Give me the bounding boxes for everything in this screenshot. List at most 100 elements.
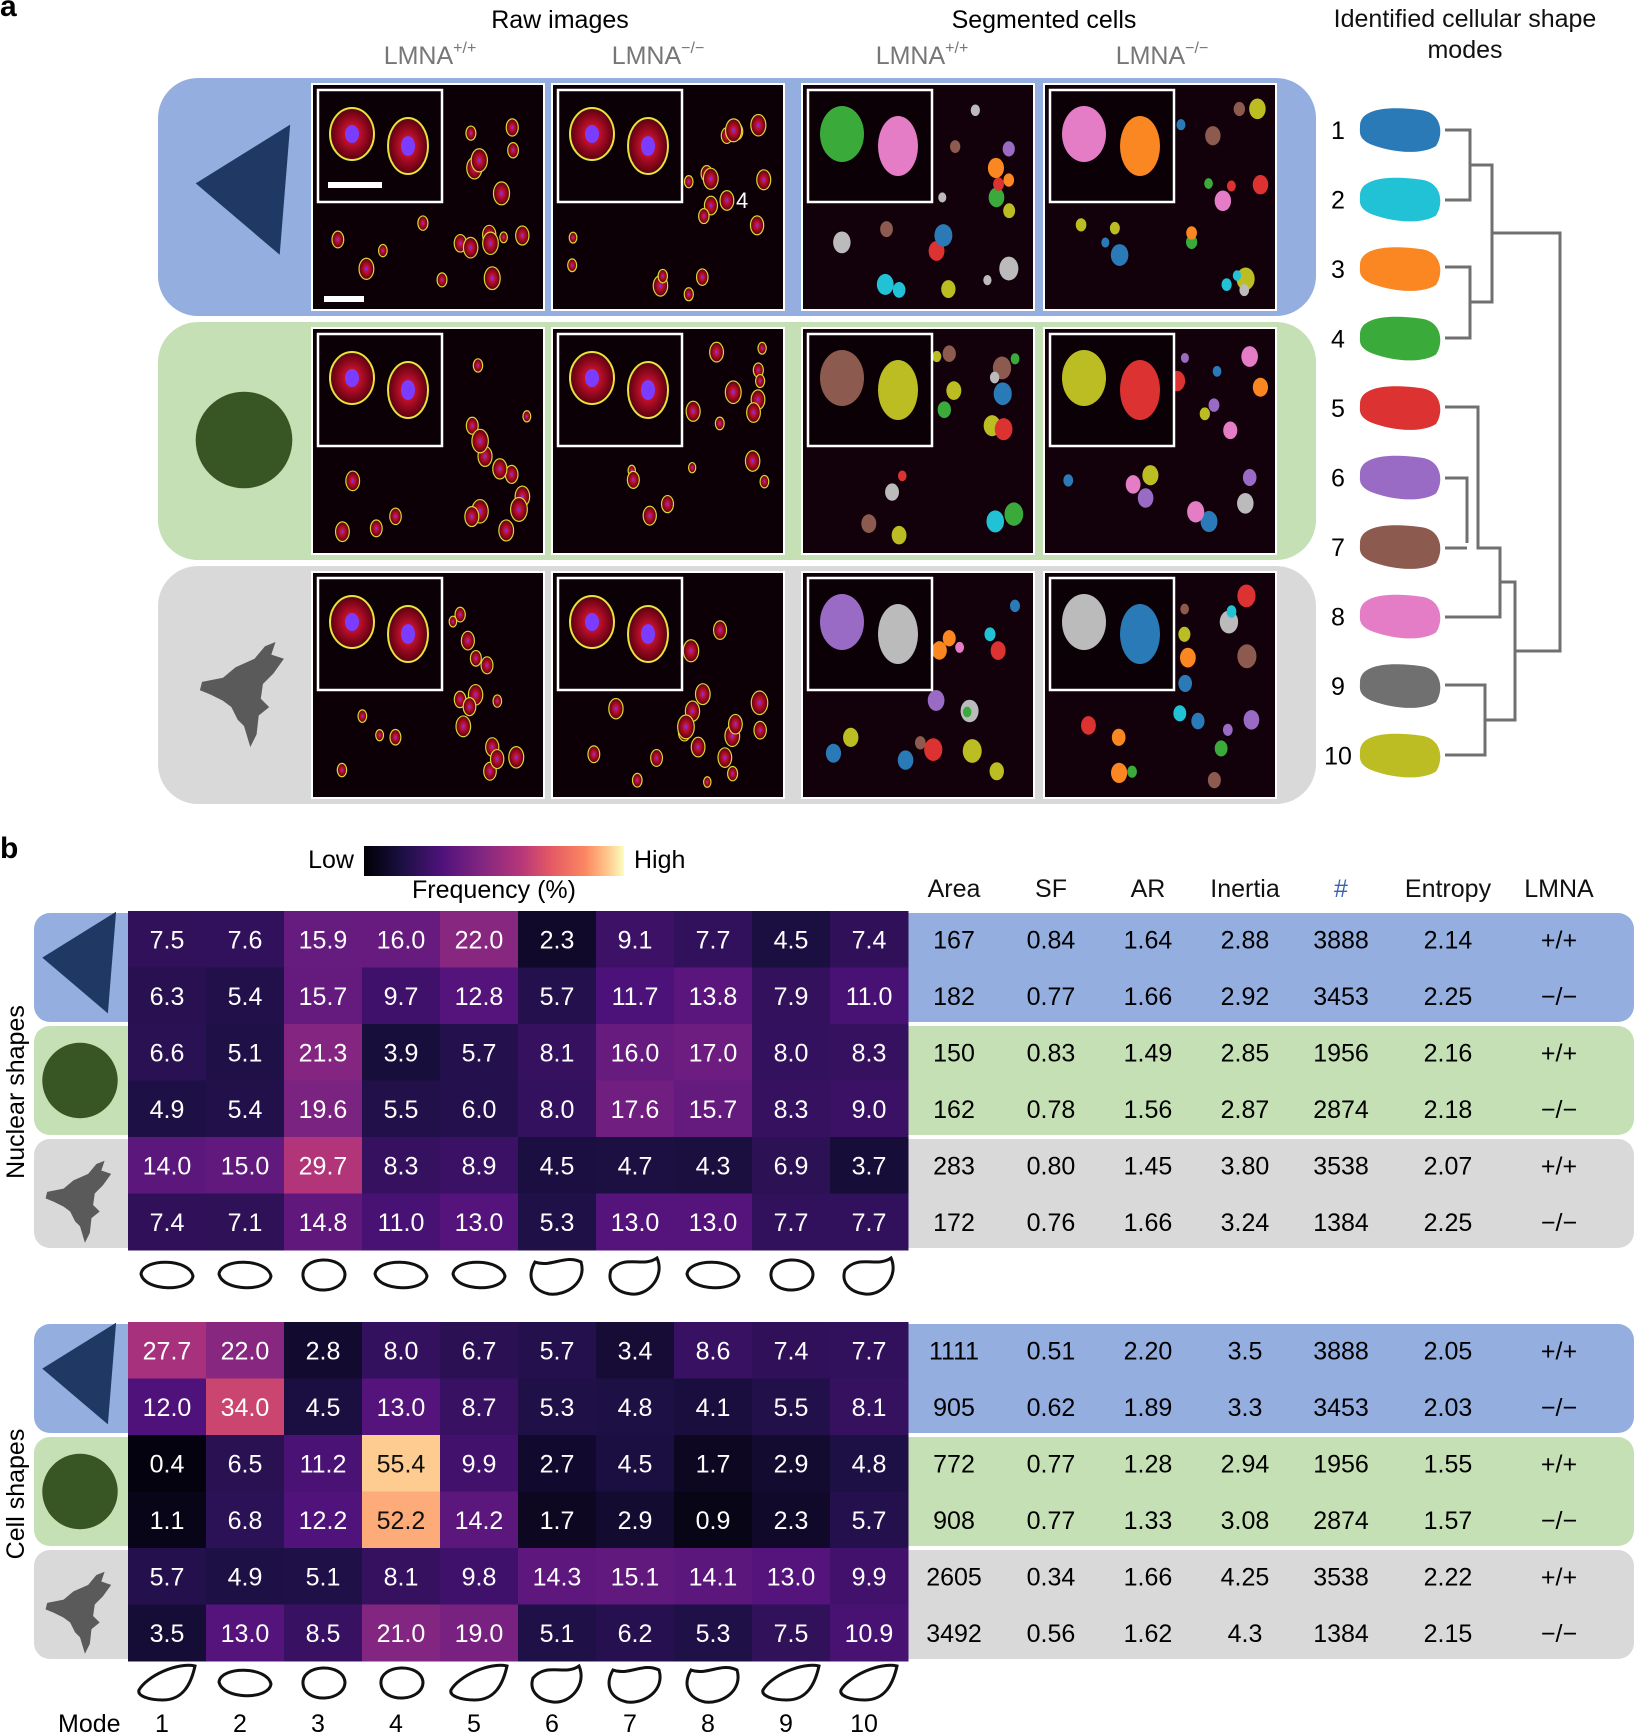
column-header: Inertia xyxy=(1210,875,1280,903)
heatmap-cell xyxy=(362,1024,441,1081)
heatmap-cell xyxy=(518,1548,597,1605)
stat-value: 283 xyxy=(933,1152,975,1180)
heatmap-value: 7.5 xyxy=(150,926,185,954)
cell-blob xyxy=(507,142,519,159)
heatmap-value: 14.8 xyxy=(299,1209,348,1237)
segmented-cell xyxy=(825,743,842,763)
segmented-cell xyxy=(994,418,1013,441)
stat-value: 1.49 xyxy=(1124,1039,1173,1067)
cell-blob xyxy=(465,125,477,141)
heatmap-cell xyxy=(518,1080,597,1138)
heatmap-cell xyxy=(284,1024,363,1081)
heatmap-cell xyxy=(128,1435,207,1492)
cell-blob xyxy=(470,148,488,173)
heatmap-cell xyxy=(284,1080,363,1138)
cell-blob xyxy=(492,181,511,206)
heatmap-value: 14.3 xyxy=(533,1563,582,1591)
heatmap-cell xyxy=(674,1137,753,1194)
heatmap-cell xyxy=(362,1491,441,1549)
colorbar xyxy=(364,846,624,876)
stat-value: 3.08 xyxy=(1221,1507,1270,1535)
heatmap-cell xyxy=(284,1604,363,1662)
heatmap-cell xyxy=(362,967,441,1025)
segmented-cell xyxy=(1243,710,1260,730)
cell-blob xyxy=(455,715,472,738)
heatmap-cell xyxy=(830,1080,909,1138)
segmented-cell xyxy=(986,510,1005,533)
inset-cell xyxy=(820,106,864,162)
heatmap-value: 8.3 xyxy=(852,1039,887,1067)
heatmap-value: 14.2 xyxy=(455,1507,504,1535)
colorbar-high-label: High xyxy=(634,846,685,874)
mode-axis-tick: 5 xyxy=(467,1710,481,1736)
heatmap-value: 5.4 xyxy=(228,983,263,1011)
mode-outline xyxy=(761,1663,821,1702)
heatmap-cell xyxy=(362,1604,441,1662)
mode-axis-tick: 6 xyxy=(545,1710,559,1736)
panel-b-letter: b xyxy=(0,832,18,865)
heatmap-value: 6.9 xyxy=(774,1152,809,1180)
segmented-cell xyxy=(1226,605,1237,618)
heatmap-value: 6.2 xyxy=(618,1620,653,1648)
heatmap-value: 5.5 xyxy=(384,1096,419,1124)
heatmap-cell xyxy=(752,1548,831,1605)
stat-value: +/+ xyxy=(1541,1450,1577,1478)
segmented-cell xyxy=(927,689,945,711)
panel-a-letter: a xyxy=(0,0,17,23)
heatmap-cell xyxy=(206,967,285,1025)
stat-value: 2.25 xyxy=(1424,1209,1473,1237)
heatmap-value: 2.3 xyxy=(540,926,575,954)
stat-value: 0.62 xyxy=(1027,1394,1076,1422)
shape-mode-number: 10 xyxy=(1324,743,1352,771)
image-annotation: 4 xyxy=(736,188,748,213)
shape-mode-number: 6 xyxy=(1331,465,1345,493)
heatmap-value: 16.0 xyxy=(611,1039,660,1067)
stat-value: 2874 xyxy=(1313,1096,1369,1124)
heatmap-value: 7.1 xyxy=(228,1209,263,1237)
segmented-cell xyxy=(843,727,859,748)
cell-blob xyxy=(377,243,388,258)
segmented-cell xyxy=(1002,141,1015,157)
heatmap-cell xyxy=(752,967,831,1025)
heatmap-cell xyxy=(440,1322,519,1379)
heatmap-value: 9.1 xyxy=(618,926,653,954)
stat-value: 1956 xyxy=(1313,1039,1369,1067)
segmented-cell xyxy=(984,627,996,642)
stat-value: 0.80 xyxy=(1027,1152,1076,1180)
segmented-cell xyxy=(999,256,1019,281)
segmented-cell xyxy=(990,641,1006,661)
cell-blob xyxy=(724,380,742,405)
inset-nucleus xyxy=(345,613,359,631)
heatmap-value: 13.8 xyxy=(689,983,738,1011)
mode-axis-tick: 2 xyxy=(233,1710,247,1736)
heatmap-cell xyxy=(518,1491,597,1549)
heatmap-cell xyxy=(830,1024,909,1081)
heatmap-cell xyxy=(128,1604,207,1662)
shape-mode-number: 8 xyxy=(1331,604,1345,632)
stat-value: −/− xyxy=(1541,983,1577,1011)
mode-outline xyxy=(685,1665,740,1704)
heatmap-cell xyxy=(752,1080,831,1138)
heatmap-value: 17.6 xyxy=(611,1096,660,1124)
inset-cell xyxy=(878,360,918,420)
shape-mode-blob xyxy=(1359,177,1441,222)
heatmap-value: 2.7 xyxy=(540,1450,575,1478)
cell-blob xyxy=(358,257,375,280)
stat-value: 1.64 xyxy=(1124,926,1173,954)
segmented-cell xyxy=(1214,740,1228,757)
heatmap-value: 7.7 xyxy=(852,1337,887,1365)
stat-value: 3538 xyxy=(1313,1152,1369,1180)
segmented-cell xyxy=(1237,644,1257,669)
heatmap-value: 4.1 xyxy=(696,1394,731,1422)
genotype-label: LMNA−/− xyxy=(612,40,705,70)
heatmap-value: 14.1 xyxy=(689,1563,738,1591)
heatmap-cell xyxy=(674,1435,753,1492)
stat-value: 1.66 xyxy=(1124,1209,1173,1237)
cell-blob xyxy=(375,729,385,742)
stat-value: 1.57 xyxy=(1424,1507,1473,1535)
cell-blob xyxy=(695,268,709,286)
heatmap-cell xyxy=(284,1435,363,1492)
heatmap-value: 5.1 xyxy=(540,1620,575,1648)
